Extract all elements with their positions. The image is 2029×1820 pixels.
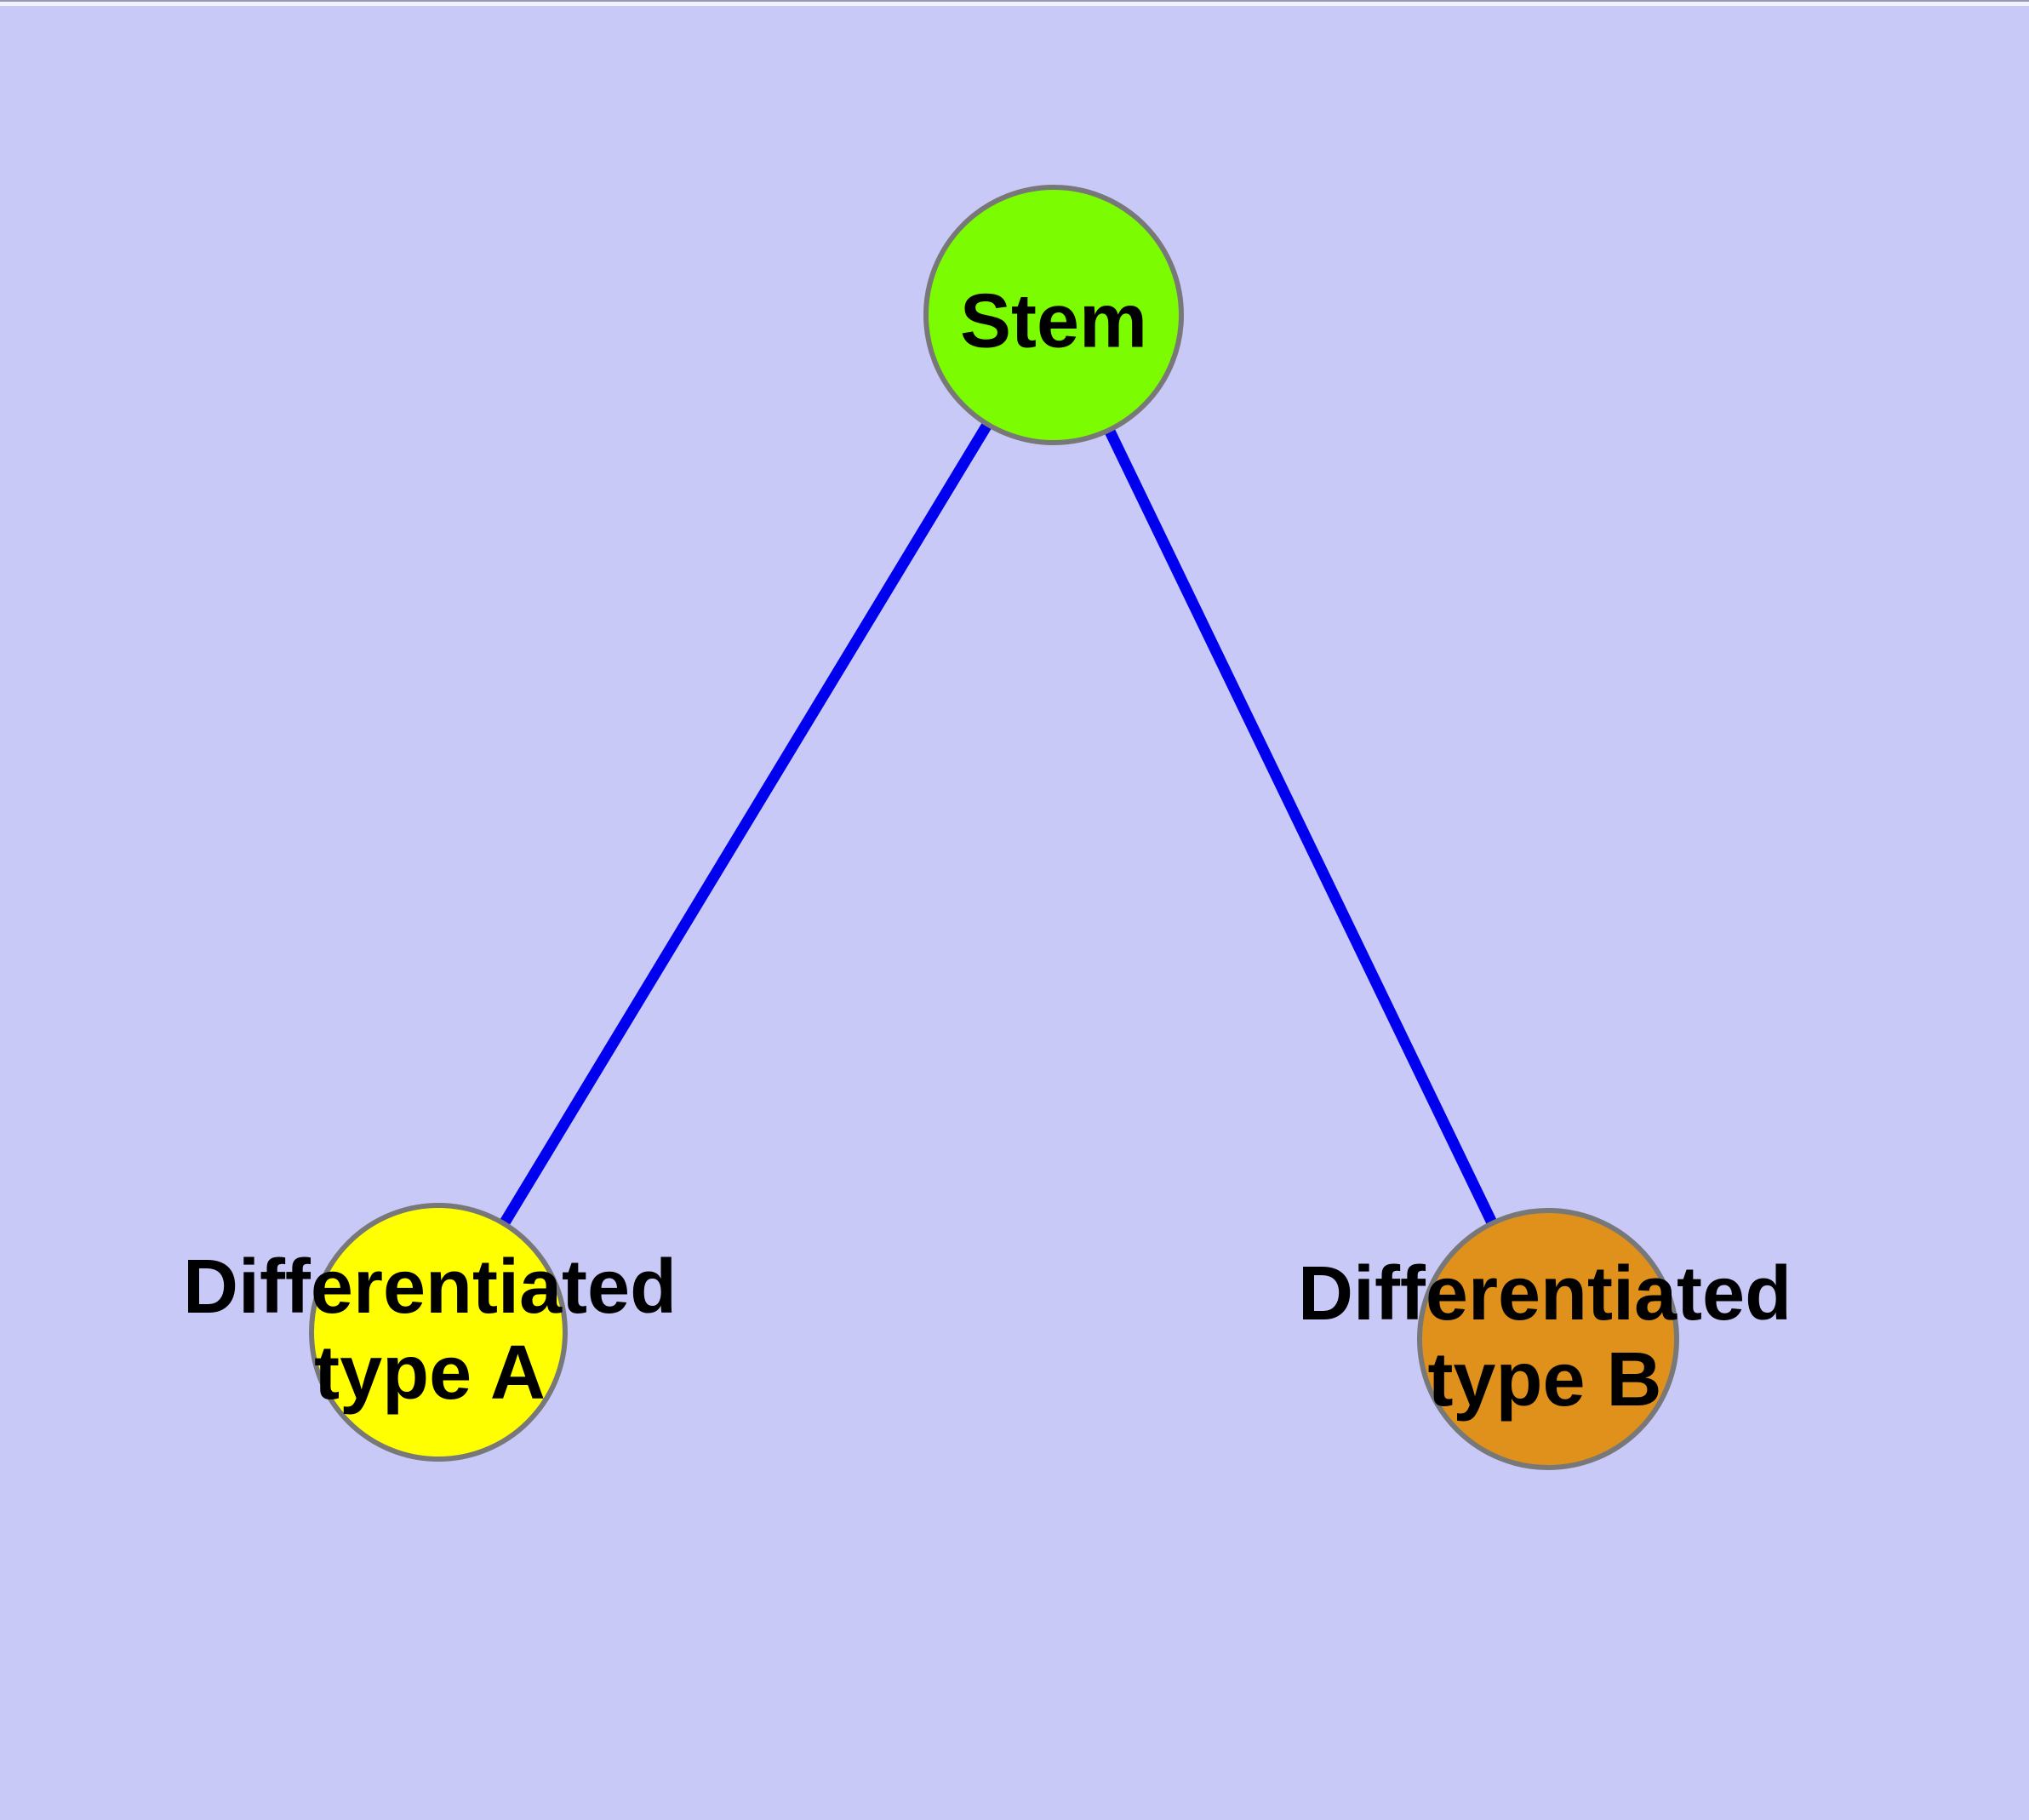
node-differentiated-type-a-label: Differentiated type A [183,1245,677,1417]
node-differentiated-type-b-circle [1417,1208,1679,1470]
window-top-edge-line [0,0,2029,2]
edge-stem-to-type-b [1049,312,1553,1342]
node-stem-circle [923,185,1184,445]
node-differentiated-type-a-label-line1: Differentiated [182,1245,677,1331]
node-differentiated-type-b-label-line2: type B [1427,1337,1662,1422]
window-top-highlight-line [0,2,2029,6]
node-differentiated-type-a-circle [309,1203,568,1462]
edge-stem-to-type-a [433,312,1059,1336]
node-differentiated-type-a-label-line2: type A [314,1331,546,1416]
node-differentiated-type-b-label-line1: Differentiated [1297,1251,1792,1337]
node-stem-label: Stem [959,278,1148,364]
node-differentiated-type-b-label: Differentiated type B [1298,1251,1792,1423]
